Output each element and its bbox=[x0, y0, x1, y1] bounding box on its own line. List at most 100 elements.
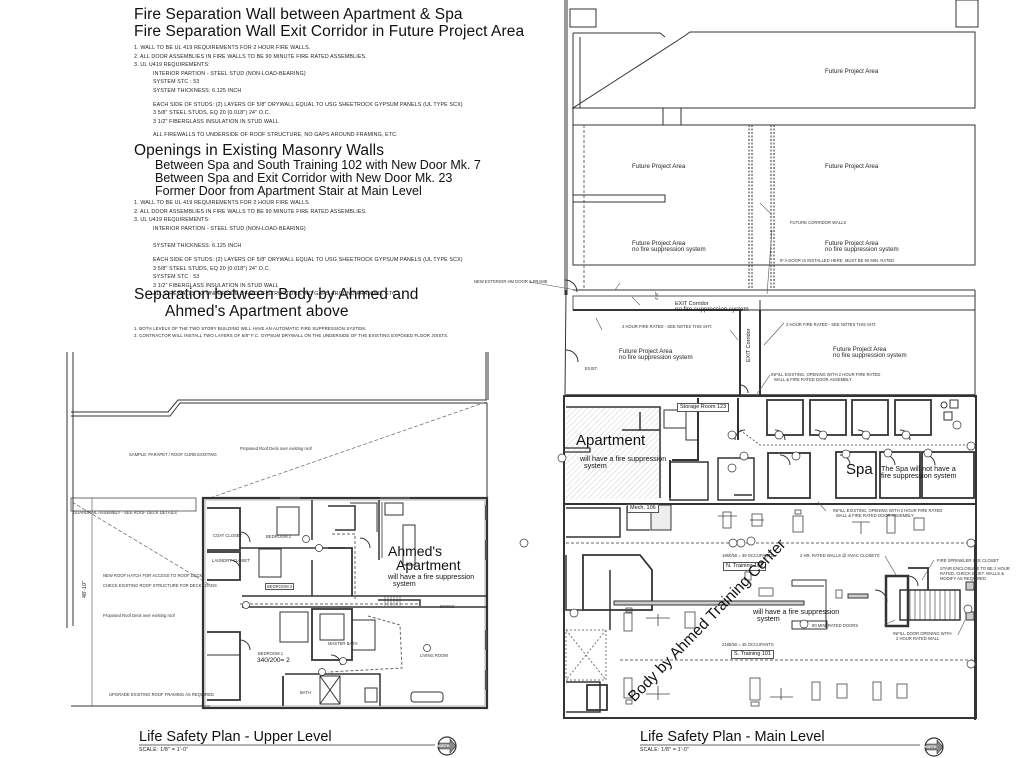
subheading-opening: Former Door from Apartment Stair at Main… bbox=[155, 184, 422, 198]
heading-fire-sep-apartment-spa: Fire Separation Wall between Apartment &… bbox=[134, 6, 463, 23]
future-area-label: Future Project Area bbox=[825, 68, 879, 75]
future-area-note: no fire suppression system bbox=[619, 354, 693, 361]
room-dining: Dining bbox=[440, 604, 455, 609]
note-item: 1. Wall to be UL 419 requirements for 2 … bbox=[134, 45, 311, 51]
notes-block-openings: Openings in Existing Masonry Walls Betwe… bbox=[134, 142, 481, 299]
storage-room-tag: Storage Room 123 bbox=[677, 403, 730, 412]
callout-sprinkler-closet: Fire sprinkler see closet bbox=[937, 558, 999, 563]
callout-future-corridor-walls: Future corridor walls bbox=[790, 220, 847, 225]
spa-note-line: The Spa will not have a bbox=[881, 464, 956, 473]
room-bath: Bath bbox=[300, 690, 311, 695]
room-laundry: Laundry Closet bbox=[212, 558, 250, 563]
note-item: 3 5/8" steel studs, EQ 20 (0.018") 24" O… bbox=[153, 110, 271, 117]
north-label-main: NORTH bbox=[924, 745, 937, 749]
future-area-label: Future Project Area no fire suppression … bbox=[825, 240, 899, 253]
room-bedroom-3: Bedroom 3 bbox=[265, 583, 295, 590]
callout-infill-door: Infill door opening with 2 hour rated wa… bbox=[893, 631, 951, 641]
upper-level-title: Life Safety Plan - Upper Level bbox=[139, 729, 332, 745]
note-item: 2. All door assemblies in fire walls to … bbox=[134, 53, 367, 60]
future-area-label: Future Project Area no fire suppression … bbox=[833, 346, 907, 359]
future-area-note: no fire suppression system bbox=[833, 352, 907, 359]
mech-room-tag: Mech. 106 bbox=[627, 504, 659, 513]
heading-fire-sep-exit-corridor: Fire Separation Wall Exit Corridor in Fu… bbox=[134, 23, 525, 40]
heading-openings-masonry: Openings in Existing Masonry Walls bbox=[134, 142, 385, 159]
note-item: Interior partion - steel stud (non-load-… bbox=[153, 225, 306, 232]
future-area-note: no fire suppression system bbox=[632, 246, 706, 253]
exit-corridor-note: no fire suppression system bbox=[675, 306, 749, 313]
future-area-label: Future Project Area no fire suppression … bbox=[632, 240, 706, 253]
north-label-upper: NORTH bbox=[437, 744, 450, 748]
suppression-line: will have a fire suppression bbox=[580, 454, 667, 463]
framing-note: Upgrade existing roof framing as require… bbox=[109, 692, 214, 697]
note-item: Each side of studs: (2) layers of 5/8" d… bbox=[153, 256, 463, 263]
note-item: System thickness: 6.125 inch bbox=[153, 87, 242, 94]
spa-note-line: fire suppression system bbox=[881, 470, 957, 480]
n-occupants: 1950/50 = 39 OCCUPANTS bbox=[722, 553, 774, 558]
apartment-label: Apartment bbox=[576, 432, 646, 449]
hatch-note: New roof hatch for access to roof deck bbox=[103, 573, 203, 578]
subheading-opening: Between Spa and Exit Corridor with New D… bbox=[155, 171, 453, 185]
callout-stair-enclosure: Stair enclosure to be 2 hour rated, chec… bbox=[940, 566, 1010, 581]
callout-line: wall & fire rated door assembly bbox=[774, 377, 852, 382]
suppression-line: system bbox=[584, 460, 607, 470]
future-area-title: Future Project Area bbox=[619, 348, 673, 355]
occupancy-upper: 340/200= 2 bbox=[257, 657, 290, 664]
note-item: System thickness: 6.125 inch bbox=[153, 243, 242, 250]
subheading-opening: Between Spa and South Training 102 with … bbox=[155, 158, 481, 172]
exit-corridor-vertical-label: EXIT Corridor bbox=[746, 328, 752, 362]
callout-line: Infill existing. opening with 2 hour fir… bbox=[771, 372, 881, 377]
callout-line: Infill door opening with bbox=[893, 631, 952, 636]
note-item: 2. Contractor will install two layers of… bbox=[134, 333, 449, 338]
heading-separation-1: Separation between Body by Ahmed and bbox=[134, 286, 419, 303]
callout-infill-top: Infill existing. opening with 2 hour fir… bbox=[771, 372, 880, 382]
training-suppression-note: will have a fire suppression system bbox=[753, 608, 839, 622]
spa-suppression-note: The Spa will not have a fire suppression… bbox=[881, 464, 957, 480]
callout-line: Stair enclosure to be 2 hour bbox=[940, 566, 1010, 571]
roof-deck-note-2: Proposed Roof Deck over existing roof bbox=[103, 613, 175, 618]
note-item: 1. Wall to be UL 419 requirements for 2 … bbox=[134, 200, 311, 206]
future-area-label: Future Project Area bbox=[825, 163, 879, 170]
callout-line: 2 hour rated wall bbox=[896, 636, 940, 641]
callout-exist: Exist. bbox=[585, 366, 598, 371]
room-coat-closet: Coat Closet bbox=[213, 533, 243, 538]
note-item: System STC : 53 bbox=[153, 79, 200, 86]
north-arrow-upper-icon bbox=[437, 736, 457, 756]
apartment-suppression-note: will have a fire suppression system bbox=[580, 454, 667, 470]
note-item: System STC : 53 bbox=[153, 274, 200, 281]
spa-label: Spa bbox=[846, 461, 873, 478]
roof-note: Sample: Parapet / Roof Curb Existing bbox=[129, 452, 217, 457]
s-training-tag: S. Training 101 bbox=[731, 650, 774, 659]
room-living: Living Room bbox=[420, 653, 448, 658]
note-item: 3 5/8" steel studs, EQ 20 (0.018") 24" O… bbox=[153, 265, 271, 272]
callout-line: rated, check exist. walls & bbox=[940, 571, 1004, 576]
exit-corridor-label: EXIT Corridor no fire suppression system bbox=[675, 301, 749, 313]
roof-deck-note: Proposed Roof Deck over existing roof bbox=[240, 446, 312, 451]
note-item: 3. UL U419 requirements: bbox=[134, 217, 210, 224]
dimension-upper: 48'-10" bbox=[82, 580, 88, 598]
callout-line: modify as required bbox=[940, 576, 986, 581]
note-item: 2. All door assemblies in fire walls to … bbox=[134, 208, 367, 215]
callout-new-exterior-door: New exterior HM door & frame bbox=[474, 279, 548, 284]
main-level-scale: SCALE: 1/8" = 1'-0" bbox=[640, 747, 690, 753]
north-arrow-main-icon bbox=[924, 737, 944, 757]
future-area-label: Future Project Area bbox=[632, 163, 686, 170]
guardrail-note: Guardrail assembly - see roof deck detai… bbox=[73, 510, 177, 515]
note-item: All firewalls to underside of roof struc… bbox=[153, 132, 398, 139]
room-bedroom-2: Bedroom 2 bbox=[266, 534, 292, 539]
s-occupants: 2185/50 = 45 OCCUPANTS bbox=[722, 642, 774, 647]
callout-line: Infill existing. opening with 2 hour fir… bbox=[833, 508, 943, 513]
exit-corridor-title: EXIT Corridor bbox=[675, 301, 709, 307]
notes-block-fire-separation: Fire Separation Wall between Apartment &… bbox=[134, 6, 524, 140]
dimension-main: 4'-8" bbox=[654, 291, 659, 300]
upper-suppression-note: will have a fire suppression bbox=[388, 572, 475, 581]
n-training-tag: N. Training 102 bbox=[723, 562, 767, 571]
callout-door-90min: If a door is installed here, must be 90 … bbox=[780, 258, 895, 263]
note-item: 1. Both levels of the two story building… bbox=[134, 326, 367, 331]
callout-2hr-left: 2 hour fire rated - see notes this sht. bbox=[622, 324, 713, 329]
future-area-note: no fire suppression system bbox=[825, 246, 899, 253]
note-item: 3 1/2" fiberglass insulation in stud wal… bbox=[153, 118, 279, 125]
room-master-bath: Master Bath bbox=[328, 641, 358, 646]
main-level-title: Life Safety Plan - Main Level bbox=[640, 729, 825, 745]
callout-line: wall & fire rated door assembly bbox=[836, 513, 914, 518]
